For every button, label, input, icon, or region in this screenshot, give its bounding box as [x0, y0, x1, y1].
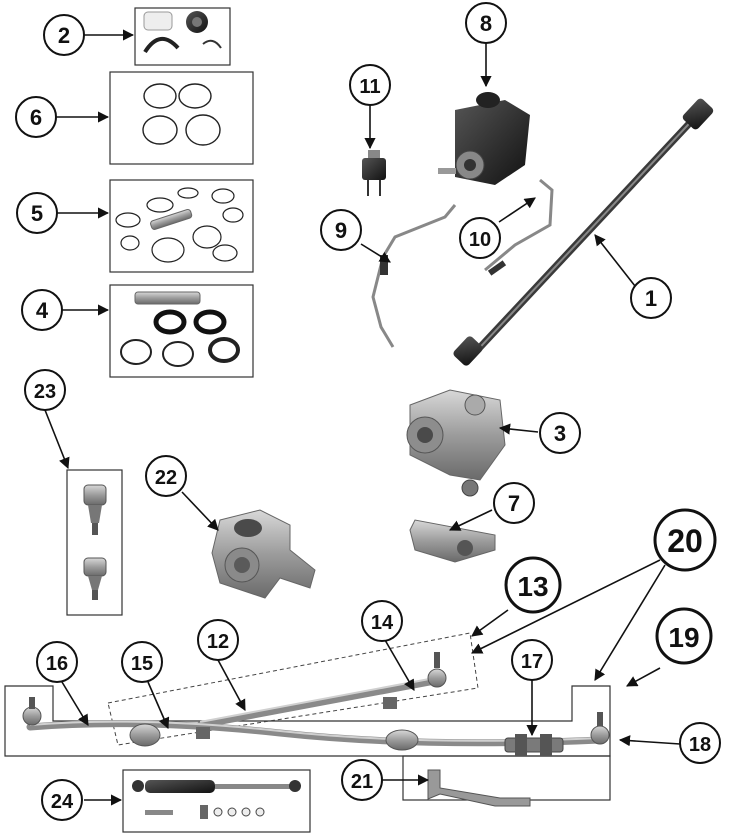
- callout-22: 22: [145, 455, 187, 497]
- arrow-22: [181, 491, 219, 531]
- part-8-power-steering-pump: [438, 92, 530, 185]
- svg-text:8: 8: [480, 11, 492, 36]
- svg-text:13: 13: [517, 571, 548, 602]
- svg-text:21: 21: [351, 771, 373, 793]
- svg-text:14: 14: [371, 612, 394, 634]
- arrow-13: [471, 609, 509, 637]
- part-11-pressure-switch: [362, 150, 386, 196]
- svg-text:18: 18: [689, 734, 711, 756]
- callout-7: 7: [493, 482, 535, 524]
- callout-17: 17: [511, 639, 553, 681]
- svg-text:20: 20: [667, 523, 703, 559]
- leader-arrows: [44, 29, 681, 806]
- part-16-tie-rod: [26, 720, 604, 747]
- svg-text:10: 10: [469, 229, 491, 251]
- arrow-1: [594, 234, 636, 287]
- callout-9: 9: [320, 209, 362, 251]
- part-5-seal-kit-with-grease: [109, 179, 254, 273]
- svg-text:17: 17: [521, 651, 543, 673]
- svg-text:15: 15: [131, 653, 153, 675]
- svg-text:23: 23: [34, 381, 56, 403]
- callout-3: 3: [539, 412, 581, 454]
- svg-text:11: 11: [359, 76, 380, 98]
- arrow-20a: [470, 559, 661, 654]
- svg-text:6: 6: [30, 105, 42, 130]
- svg-text:9: 9: [335, 218, 347, 243]
- part-1-steering-shaft: [453, 98, 714, 366]
- arrow-9: [360, 243, 391, 263]
- callout-23: 23: [24, 369, 66, 411]
- arrow-16: [61, 681, 89, 726]
- arrow-12: [217, 659, 246, 711]
- svg-text:2: 2: [58, 23, 70, 48]
- callout-10: 10: [459, 217, 501, 259]
- part-18-tie-rod-end-right: [590, 712, 610, 745]
- part-24-steering-damper: [122, 769, 311, 833]
- part-6-o-ring-kit: [109, 71, 254, 165]
- arrow-10: [498, 197, 536, 223]
- callout-19: 19: [655, 607, 713, 665]
- arrow-18: [618, 735, 681, 747]
- arrow-3: [498, 423, 539, 435]
- svg-text:22: 22: [155, 467, 177, 489]
- callout-4: 4: [21, 289, 63, 331]
- part-9-pressure-hose: [371, 204, 457, 348]
- svg-text:7: 7: [508, 491, 520, 516]
- part-12-drag-link: [196, 676, 444, 729]
- part-17-adjusting-sleeve: [504, 734, 564, 756]
- svg-text:12: 12: [207, 631, 229, 653]
- callout-15: 15: [121, 641, 163, 683]
- callout-13: 13: [504, 556, 562, 614]
- callout-1: 1: [630, 277, 672, 319]
- callout-12: 12: [197, 619, 239, 661]
- svg-text:5: 5: [31, 201, 43, 226]
- part-14-tie-rod-end: [383, 652, 447, 709]
- svg-text:19: 19: [668, 622, 699, 653]
- part-4-seal-kit: [109, 284, 254, 378]
- part-23-ball-joints: [66, 469, 123, 616]
- callout-8: 8: [465, 2, 507, 44]
- part-7-pitman-arm: [409, 519, 496, 563]
- part-3-steering-gearbox: [406, 389, 506, 497]
- callout-14: 14: [361, 600, 403, 642]
- part-21-bracket: [427, 769, 531, 807]
- arrow-7: [448, 509, 493, 531]
- arrow-14: [384, 639, 415, 691]
- part-22-steering-knuckle: [211, 509, 316, 599]
- callout-5: 5: [16, 192, 58, 234]
- callout-16: 16: [36, 641, 78, 683]
- callout-24: 24: [41, 779, 83, 821]
- part-16-tie-rod-end-left: [22, 697, 42, 726]
- part-15-center-link-joint: [129, 723, 210, 747]
- svg-text:24: 24: [51, 791, 74, 813]
- arrow-15: [147, 681, 170, 730]
- callout-2: 2: [43, 14, 85, 56]
- svg-text:3: 3: [554, 421, 566, 446]
- callout-21: 21: [341, 759, 383, 801]
- callout-18: 18: [679, 722, 721, 764]
- arrow-19: [626, 667, 661, 687]
- part-10-return-hose: [484, 178, 554, 276]
- callout-20: 20: [653, 508, 717, 572]
- callout-6: 6: [15, 96, 57, 138]
- arrow-20b: [594, 564, 666, 681]
- part-2-seal-kit: [134, 7, 231, 66]
- arrow-23: [44, 409, 70, 470]
- svg-text:4: 4: [36, 298, 49, 323]
- svg-text:16: 16: [46, 653, 68, 675]
- callout-11: 11: [349, 64, 391, 106]
- svg-text:1: 1: [645, 286, 657, 311]
- part-centre-joint: [385, 729, 419, 751]
